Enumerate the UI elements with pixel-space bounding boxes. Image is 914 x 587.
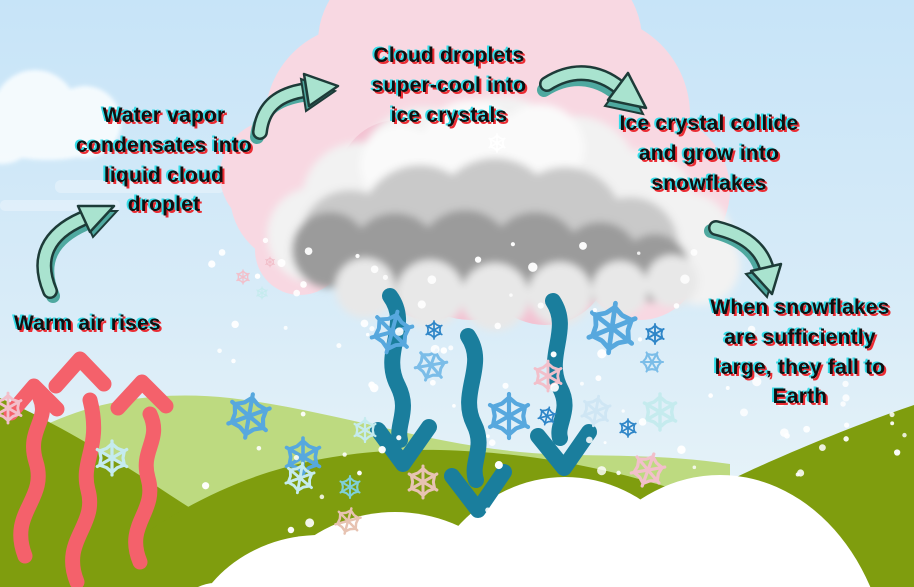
wavy-down-arrows-snowfall-icon — [370, 288, 597, 518]
wavy-up-arrows-warm-air-icon — [3, 351, 174, 587]
label-snowflakes-fall-to-earth: When snowflakes are sufficiently large, … — [710, 296, 890, 409]
label-cloud-droplets-supercool: Cloud droplets super-cool into ice cryst… — [371, 44, 527, 127]
snow-mound — [198, 475, 871, 587]
curved-arrow-warm-air-to-condensation-icon — [36, 204, 120, 303]
curved-arrow-collision-to-fall-icon — [704, 220, 783, 299]
curved-arrow-condensation-to-supercool-icon — [250, 72, 340, 144]
storm-cloud — [267, 96, 740, 331]
label-warm-air-rises: Warm air rises — [14, 312, 161, 335]
label-ice-crystals-collide: Ice crystal collide and grow into snowfl… — [619, 112, 799, 195]
snow-dots-layer — [202, 237, 907, 577]
curved-arrow-supercool-to-collision-icon — [537, 65, 648, 116]
hill-dark-left — [0, 398, 375, 587]
label-water-vapor-condensates: Water vapor condensates into liquid clou… — [76, 104, 252, 217]
white-cloud — [0, 70, 121, 164]
